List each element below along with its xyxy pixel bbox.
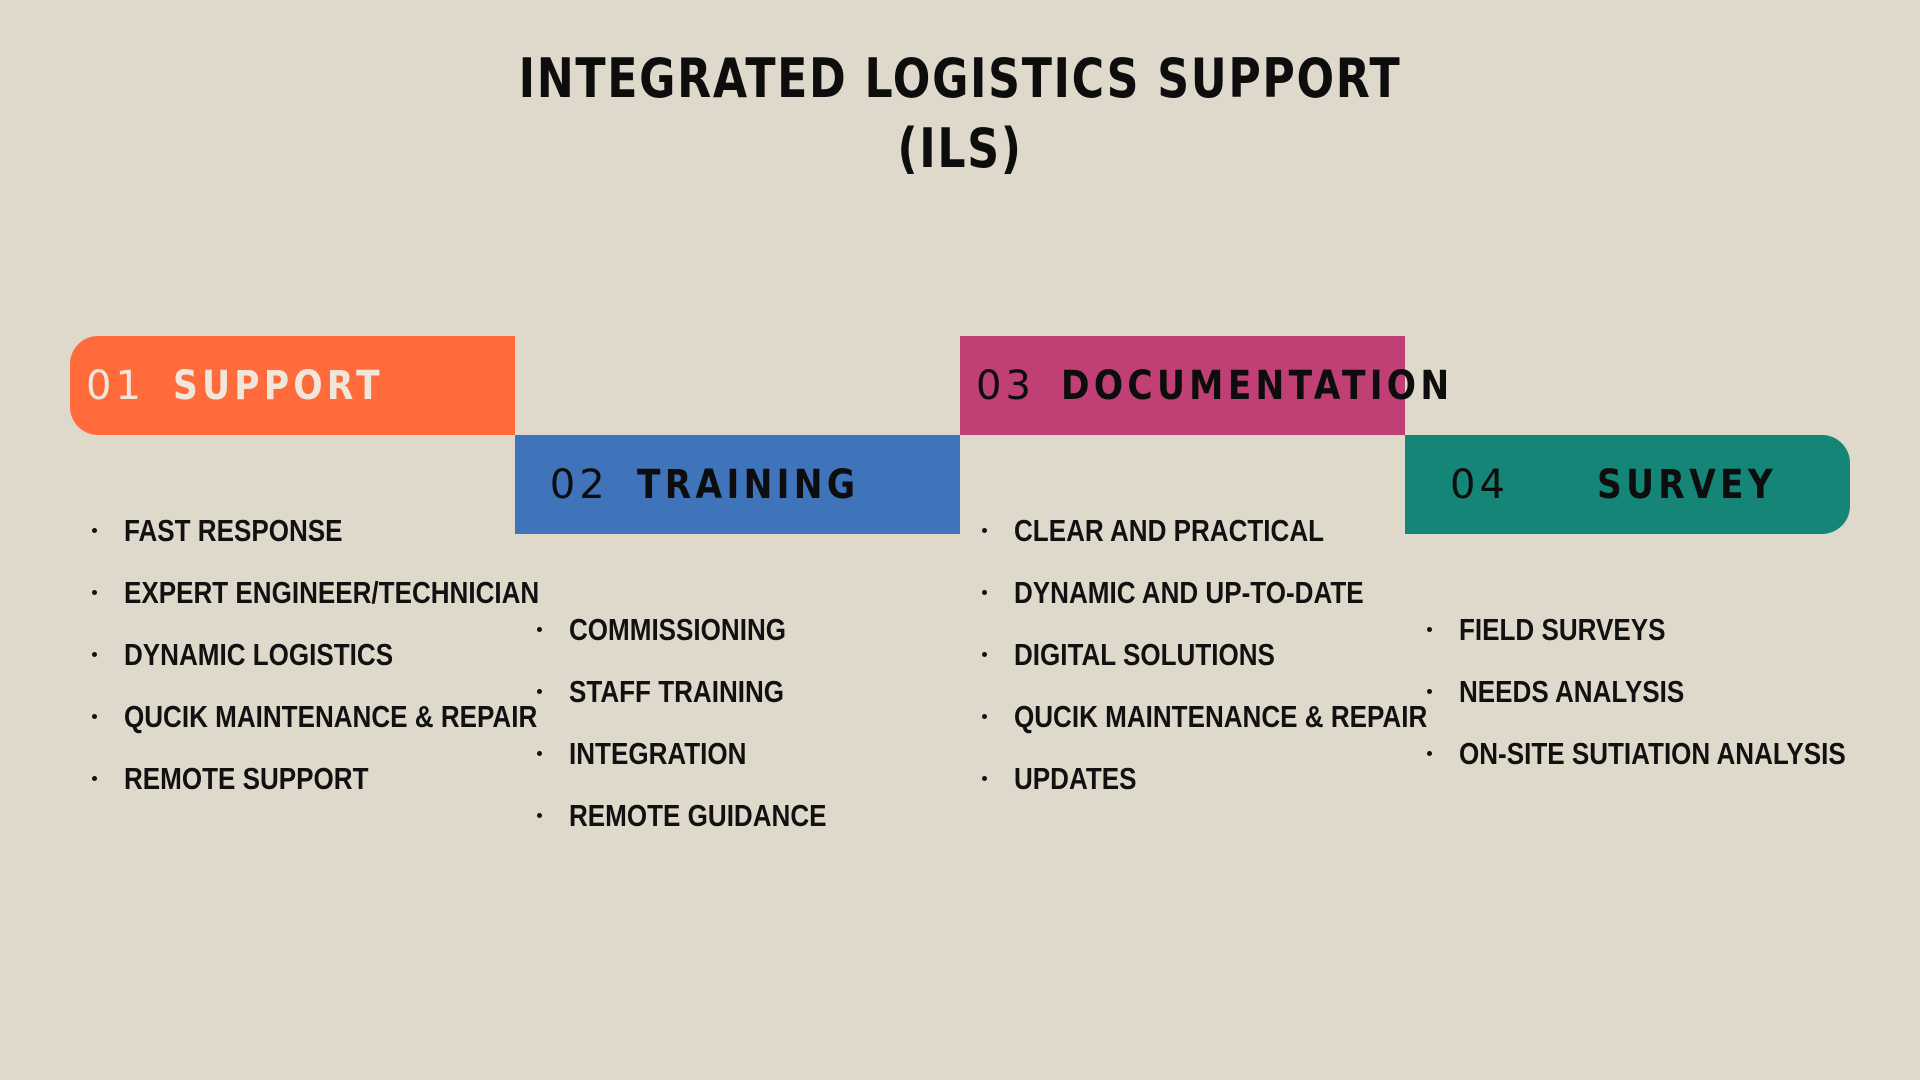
list-item: DYNAMIC AND UP-TO-DATE	[982, 562, 1506, 624]
section-number: 03	[976, 362, 1035, 409]
list-item: QUCIK MAINTENANCE & REPAIR	[982, 686, 1506, 748]
list-item: DIGITAL SOLUTIONS	[982, 624, 1506, 686]
list-item: COMMISSIONING	[537, 599, 876, 661]
list-item: QUCIK MAINTENANCE & REPAIR	[92, 686, 618, 748]
list-item: REMOTE GUIDANCE	[537, 785, 876, 847]
list-item: ON-SITE SUTIATION ANALYSIS	[1427, 723, 1919, 785]
bullet-icon	[1427, 689, 1432, 694]
section-label: DOCUMENTATION	[1060, 362, 1454, 409]
list-item: NEEDS ANALYSIS	[1427, 661, 1919, 723]
bullet-icon	[92, 652, 97, 657]
list-item: REMOTE SUPPORT	[92, 748, 618, 810]
bullet-icon	[537, 689, 542, 694]
bullet-icon	[982, 776, 987, 781]
bullet-icon	[1427, 751, 1432, 756]
title-line-2: (ILS)	[897, 117, 1023, 180]
list-item: INTEGRATION	[537, 723, 876, 785]
bullet-icon	[982, 652, 987, 657]
section-header-training: 02 TRAINING	[515, 435, 960, 534]
bullet-icon	[1427, 627, 1432, 632]
list-item: DYNAMIC LOGISTICS	[92, 624, 618, 686]
bullet-icon	[982, 528, 987, 533]
bullet-icon	[537, 627, 542, 632]
bullet-icon	[92, 590, 97, 595]
list-item: FAST RESPONSE	[92, 500, 618, 562]
list-item: CLEAR AND PRACTICAL	[982, 500, 1506, 562]
support-list: FAST RESPONSE EXPERT ENGINEER/TECHNICIAN…	[92, 500, 618, 810]
bullet-icon	[982, 714, 987, 719]
list-item: FIELD SURVEYS	[1427, 599, 1919, 661]
list-item: UPDATES	[982, 748, 1506, 810]
list-item: STAFF TRAINING	[537, 661, 876, 723]
section-label: SURVEY	[1596, 461, 1777, 508]
section-label: TRAINING	[636, 461, 860, 508]
section-header-support: 01 SUPPORT	[70, 336, 515, 435]
bullet-icon	[537, 751, 542, 756]
bullet-icon	[92, 776, 97, 781]
section-number: 02	[549, 461, 609, 508]
survey-list: FIELD SURVEYS NEEDS ANALYSIS ON-SITE SUT…	[1427, 599, 1919, 785]
section-label: SUPPORT	[172, 362, 384, 409]
section-number: 04	[1450, 461, 1509, 508]
training-list: COMMISSIONING STAFF TRAINING INTEGRATION…	[537, 599, 876, 847]
bullet-icon	[982, 590, 987, 595]
bullet-icon	[92, 714, 97, 719]
bullet-icon	[92, 528, 97, 533]
page-title: INTEGRATED LOGISTICS SUPPORT (ILS)	[173, 44, 1747, 184]
section-header-documentation: 03 DOCUMENTATION	[960, 336, 1449, 435]
bullet-icon	[537, 813, 542, 818]
section-number: 01	[86, 362, 145, 409]
section-header-survey: 04 SURVEY	[1405, 435, 1850, 534]
title-line-1: INTEGRATED LOGISTICS SUPPORT	[518, 47, 1402, 110]
list-item: EXPERT ENGINEER/TECHNICIAN	[92, 562, 618, 624]
documentation-list: CLEAR AND PRACTICAL DYNAMIC AND UP-TO-DA…	[982, 500, 1506, 810]
